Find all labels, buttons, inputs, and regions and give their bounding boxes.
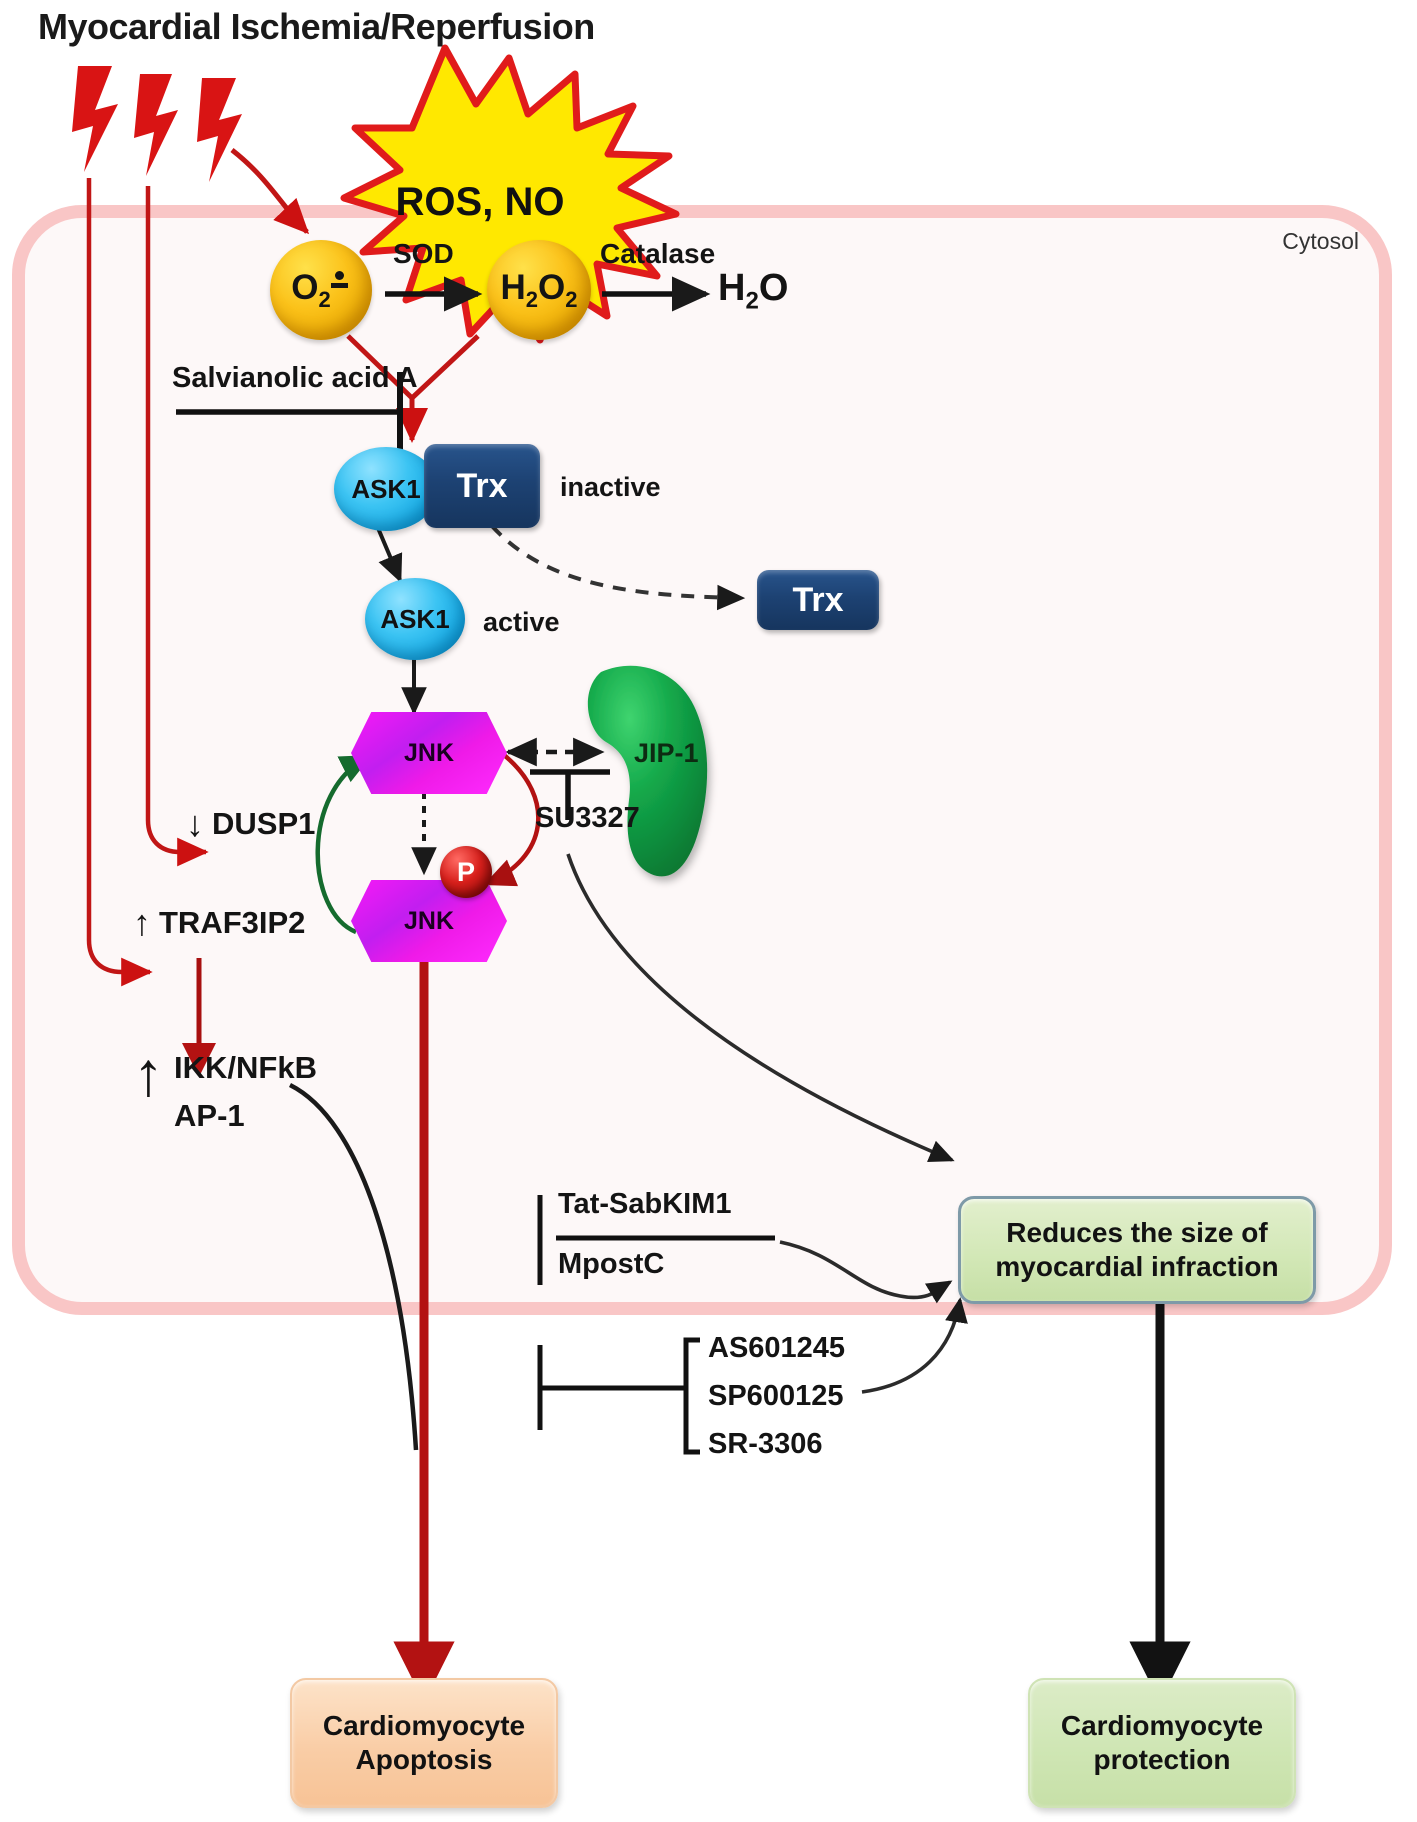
jnk-inhibitor-bracket [683,1337,700,1455]
mpostc-label: MpostC [558,1248,665,1280]
superoxide-subscript: 2 [318,286,331,312]
ikk-up-arrow-icon: ↑ [133,1040,164,1109]
sp600125-label: SP600125 [708,1380,844,1412]
apoptosis-line1: Cardiomyocyte [322,1709,526,1741]
reduces-infarct-line2: myocardial infraction [995,1251,1279,1282]
tat-sabkim1-label: Tat-SabKIM1 [558,1188,732,1220]
h2o2-sub2: 2 [565,286,578,312]
ask1-active-node: ASK1 [365,578,465,660]
h2o2-o: O [538,267,566,307]
water-sub: 2 [745,287,759,315]
trx-inactive-state-label: inactive [560,472,661,502]
water-h: H [718,267,746,309]
protection-line1: Cardiomyocyte [1060,1709,1264,1741]
apoptosis-line2: Apoptosis [355,1744,493,1775]
traf3ip2-up-arrow-icon: ↑ [133,902,151,943]
catalase-label: Catalase [600,238,716,269]
reduces-infarct-line1: Reduces the size of [1006,1216,1268,1248]
phosphate-group-icon: P [440,846,492,898]
as601245-label: AS601245 [708,1332,846,1364]
hydrogen-peroxide-molecule [487,240,591,340]
phospho-jnk-node: JNK [351,880,507,962]
trx-free-node: Trx [757,570,879,630]
trx-bound-label: Trx [456,466,508,505]
water-label: H2O [718,267,788,316]
salvianolic-acid-a-label: Salvianolic acid A [172,362,418,394]
ischemia-lightning-bolts [72,66,242,182]
water-o: O [758,267,789,309]
superoxide-molecule [270,240,372,340]
traf3ip2-node: ↑ TRAF3IP2 [133,905,305,941]
ros-no-label: ROS, NO [395,179,565,224]
dusp1-label: DUSP1 [212,806,316,841]
sod-label: SOD [393,238,454,269]
ap1-label: AP-1 [174,1098,245,1133]
jip1-label: JIP-1 [634,738,699,768]
superoxide-symbol: O [291,267,319,307]
h2o2-sub1: 2 [525,286,539,312]
phospho-jnk-label: JNK [403,906,454,935]
cardiomyocyte-protection-box: Cardiomyocyte protection [1028,1678,1296,1808]
phosphate-label: P [456,856,475,887]
h2o2-h: H [500,267,526,307]
dusp1-node: ↓ DUSP1 [186,806,315,842]
jnk-label: JNK [403,738,454,767]
cardiomyocyte-apoptosis-box: Cardiomyocyte Apoptosis [290,1678,558,1808]
superoxide-label-wrap: O2 [270,240,372,340]
protection-line2: protection [1093,1744,1231,1775]
ask1-active-label: ASK1 [380,603,450,634]
trx-bound-node: Trx [424,444,540,528]
ask1-inactive-node: ASK1 [334,447,438,531]
su3327-label: SU3327 [535,802,640,834]
sr-3306-label: SR-3306 [708,1428,823,1460]
dusp1-down-arrow-icon: ↓ [186,803,204,844]
traf3ip2-label: TRAF3IP2 [159,905,306,940]
trx-free-label: Trx [792,580,844,619]
jnk-node: JNK [351,712,507,794]
diagram-title: Myocardial Ischemia/Reperfusion [38,6,595,47]
hydrogen-peroxide-label-wrap: H2O2 [487,240,591,340]
radical-anion-icon [330,270,351,304]
ikk-nfkb-label: IKK/NFkB [174,1050,317,1085]
ask1-inactive-label: ASK1 [351,473,421,504]
reduces-infarct-box: Reduces the size of myocardial infractio… [958,1196,1316,1304]
ask1-active-state-label: active [483,607,560,637]
cytosol-label: Cytosol [1282,228,1359,254]
ikk-nfkb-ap1-node: ↑ IKK/NFkB AP-1 [133,1040,317,1134]
